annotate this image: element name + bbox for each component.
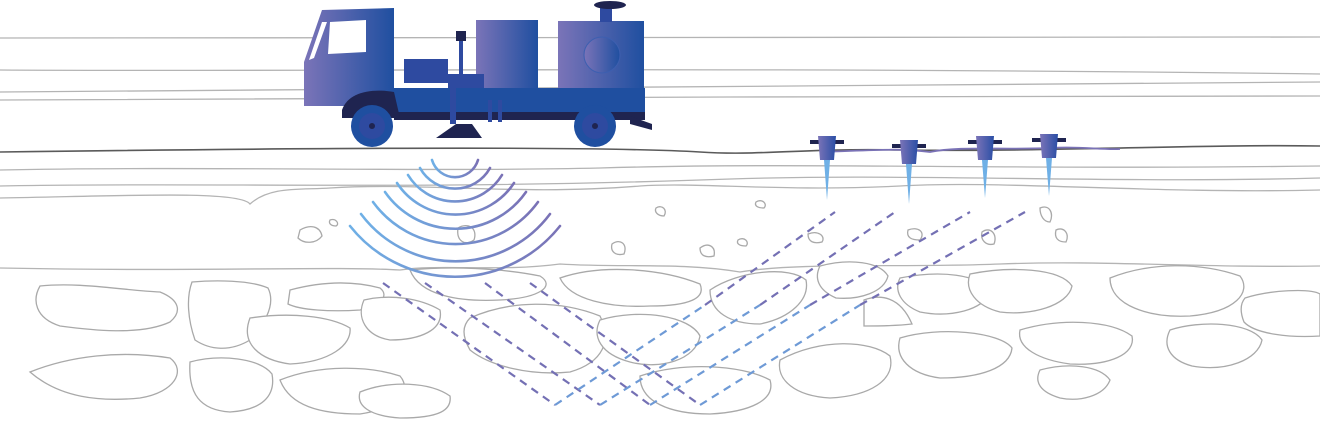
geophones: [810, 134, 1066, 204]
ray-up-1: [554, 304, 706, 406]
ray-down-3: [484, 282, 651, 406]
geophone-1: [810, 136, 844, 200]
ray-up-3: [649, 304, 811, 406]
background-lines: [0, 36, 1320, 101]
rocks: [28, 200, 1320, 419]
vibroseis-truck: [304, 1, 652, 147]
ray-down-4: [529, 282, 701, 406]
ray-down-2: [424, 282, 601, 406]
ray-up-2: [599, 304, 761, 406]
geophone-3: [968, 136, 1002, 198]
seismic-rays: [382, 211, 1026, 406]
ray-up-4: [699, 304, 861, 406]
ray-down-1: [382, 282, 556, 406]
geophone-2: [892, 140, 926, 204]
wheel-front: [351, 105, 393, 147]
geophone-4: [1032, 134, 1066, 196]
ground-surface: [0, 144, 1320, 273]
geophone-cable: [819, 146, 1121, 153]
wheel-rear: [574, 105, 616, 147]
seismic-waves: [348, 158, 562, 279]
